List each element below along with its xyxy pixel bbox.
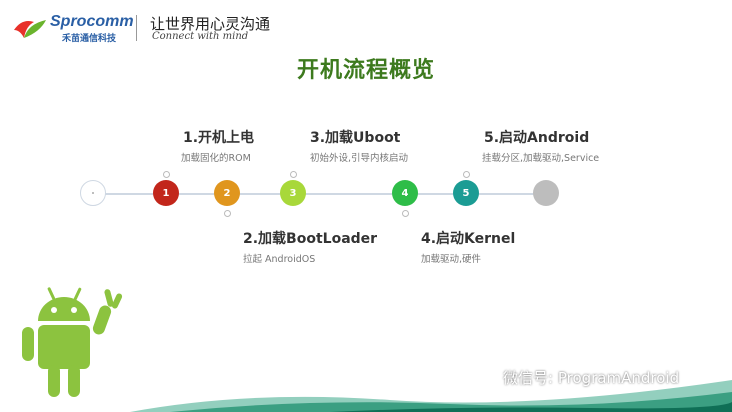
timeline-node-1: 1 (153, 180, 179, 206)
step-5-desc: 挂载分区,加载驱动,Service (482, 150, 599, 164)
pin-3 (290, 171, 297, 178)
pin-2 (224, 210, 231, 217)
brand-name: Sprocomm (50, 13, 134, 31)
wechat-icon (475, 369, 497, 387)
header-divider (136, 15, 137, 41)
timeline-node-5: 5 (453, 180, 479, 206)
timeline-node-3: 3 (280, 180, 306, 206)
step-3-desc: 初始外设,引导内核启动 (310, 150, 408, 164)
page-title: 开机流程概览 (0, 52, 732, 84)
step-4-title: 4.启动Kernel (421, 228, 515, 248)
android-robot-icon (14, 283, 132, 408)
timeline-end-node (533, 180, 559, 206)
brand-subtitle: 禾苗通信科技 (62, 31, 116, 44)
step-2-title: 2.加载BootLoader (243, 228, 377, 248)
step-4-desc: 加载驱动,硬件 (421, 251, 481, 265)
step-1-desc: 加载固化的ROM (181, 150, 251, 164)
slogan-english: Connect with mind (152, 31, 248, 42)
step-5-title: 5.启动Android (484, 127, 589, 147)
step-2-desc: 拉起 AndroidOS (243, 251, 315, 265)
pin-4 (402, 210, 409, 217)
step-1-title: 1.开机上电 (183, 127, 254, 147)
timeline-node-2: 2 (214, 180, 240, 206)
sprocomm-logo-icon (12, 16, 48, 42)
watermark-text: 微信号: ProgramAndroid (503, 367, 679, 388)
timeline-node-4: 4 (392, 180, 418, 206)
timeline-start-node (80, 180, 106, 206)
wechat-watermark: 微信号: ProgramAndroid (475, 367, 679, 388)
pin-1 (163, 171, 170, 178)
step-3-title: 3.加载Uboot (310, 127, 400, 147)
pin-5 (463, 171, 470, 178)
